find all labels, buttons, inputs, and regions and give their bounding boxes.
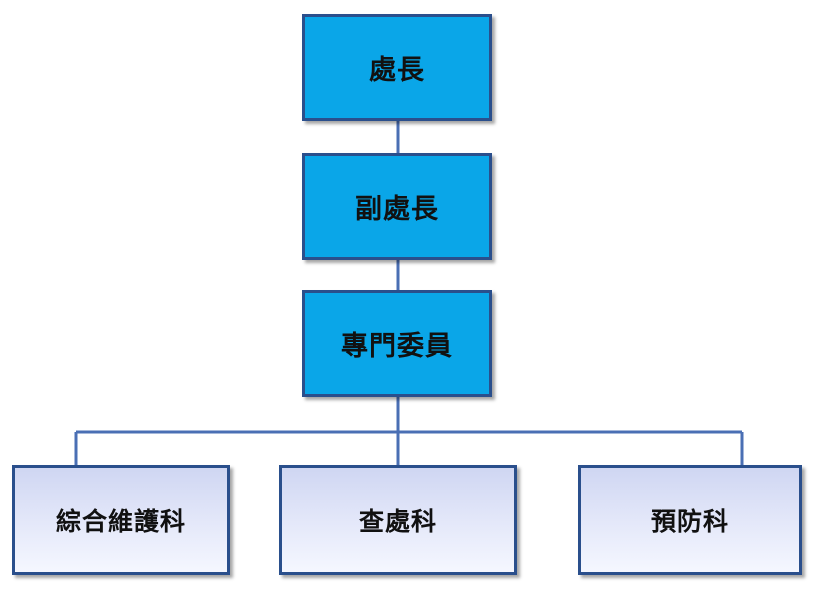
node-division-label: 綜合維護科 <box>55 507 186 536</box>
node-division-prevention: 預防科 <box>578 465 802 575</box>
node-division-label: 預防科 <box>650 507 729 536</box>
node-deputy-director: 副處長 <box>302 153 492 260</box>
node-division-general-maintenance: 綜合維護科 <box>12 465 230 575</box>
node-commissioner: 專門委員 <box>302 290 492 397</box>
node-division-investigation: 查處科 <box>279 465 517 575</box>
node-commissioner-label: 專門委員 <box>341 331 453 362</box>
node-division-label: 查處科 <box>358 507 437 536</box>
node-deputy-director-label: 副處長 <box>355 194 439 225</box>
node-director-label: 處長 <box>369 55 425 86</box>
node-director: 處長 <box>302 14 492 121</box>
